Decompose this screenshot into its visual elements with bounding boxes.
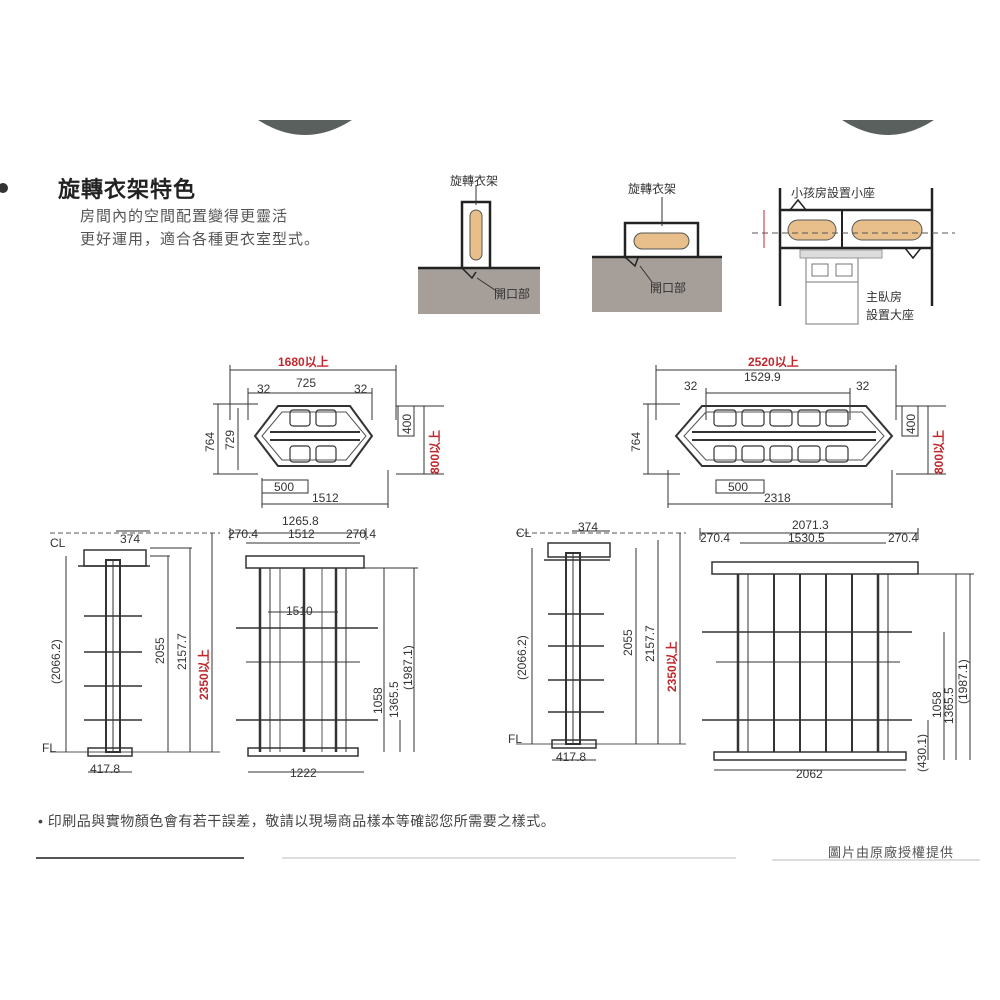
tl-bottom-total: 1512 [312,491,339,505]
tl-side-left: 32 [257,382,271,396]
tl-side-right: 32 [354,382,368,396]
layout-diagram-3 [752,188,955,325]
sr-left-height: (2066.2) [515,635,529,680]
fl-r3: (1987.1) [401,645,415,690]
fr-r0: (430.1) [915,734,929,772]
tr-overall: 2520以上 [748,354,799,369]
fr-top-right: 270.4 [888,531,918,545]
tr-side-right: 32 [856,379,870,393]
layout1-opening-label: 開口部 [494,286,530,301]
sr-h-min: 2350以上 [664,641,679,692]
description-line-2: 更好運用，適合各種更衣室型式。 [80,231,321,248]
fr-base: 2062 [796,767,823,781]
image-credit: 圖片由原廠授權提供 [828,845,955,860]
tl-right-min: 800以上 [427,430,442,474]
tl-bottom-small: 500 [274,480,294,494]
top-view-left [213,365,444,508]
tr-side-left: 32 [684,379,698,393]
tr-right-small: 400 [904,414,918,434]
page-title: 旋轉衣架特色 [58,177,197,202]
fl-top-right: 270.4 [346,527,376,541]
bullet-icon [0,183,8,193]
fr-r2: 1365.5 [942,687,956,724]
fr-top-mid: 1530.5 [788,531,825,545]
sr-base: 417.8 [556,750,586,764]
sl-left-height: (2066.2) [49,639,63,684]
front-view-left [229,528,418,773]
fl-top-mid: 1512 [288,527,315,541]
description-line-1: 房間內的空間配置變得更靈活 [80,208,289,225]
sl-top-width: 374 [120,532,140,546]
fl-r1: 1058 [371,687,385,714]
sr-h2: 2157.7 [643,625,657,662]
layout3-kid-label: 小孩房設置小座 [791,185,875,200]
top-right-arc-decoration [842,120,934,135]
sr-h1: 2055 [621,629,635,656]
fr-top-total: 2071.3 [792,518,829,532]
sl-h-min: 2350以上 [196,649,211,700]
sl-fl: FL [42,741,56,755]
side-view-right [516,530,686,761]
fl-r2: 1365.5 [387,681,401,718]
fr-top-left: 270.4 [700,531,730,545]
sl-base: 417.8 [90,762,120,776]
sl-cl: CL [50,536,66,550]
tr-inner: 1529.9 [744,370,781,384]
disclaimer-note: • 印刷品與實物顏色會有若干誤差，敬請以現場商品樣本等確認您所需要之樣式。 [38,813,556,829]
tl-right-small: 400 [400,414,414,434]
sl-h1: 2055 [153,637,167,664]
tl-inner: 725 [296,376,316,390]
tl-depth-outer: 764 [203,432,217,452]
tr-depth-outer: 764 [629,432,643,452]
tr-bottom-total: 2318 [764,491,791,505]
layout3-master-label-1: 主臥房 [866,289,902,304]
fr-r3: (1987.1) [956,659,970,704]
layout3-master-label-2: 設置大座 [866,307,914,322]
sr-top-width: 374 [578,520,598,534]
layout2-opening-label: 開口部 [650,280,686,295]
tr-bottom-small: 500 [728,480,748,494]
fl-base: 1222 [290,766,317,780]
tl-overall: 1680以上 [278,354,329,369]
tl-depth-inner: 729 [223,430,237,450]
fr-r1: 1058 [930,691,944,718]
front-view-right [699,528,974,771]
layout-diagram-1 [418,185,540,314]
layout2-rack-label: 旋轉衣架 [628,181,676,196]
sr-fl: FL [508,732,522,746]
layout-diagram-2 [592,197,722,312]
fl-inner: 1510 [286,604,313,618]
layout1-rack-label: 旋轉衣架 [450,173,498,188]
fl-top-total: 1265.8 [282,514,319,528]
side-view-left [50,530,220,773]
sr-cl: CL [516,526,532,540]
top-view-right [643,365,946,508]
fl-top-left: 270.4 [228,527,258,541]
tr-right-min: 800以上 [931,430,946,474]
sl-h2: 2157.7 [175,633,189,670]
top-left-arc-decoration [258,120,352,135]
